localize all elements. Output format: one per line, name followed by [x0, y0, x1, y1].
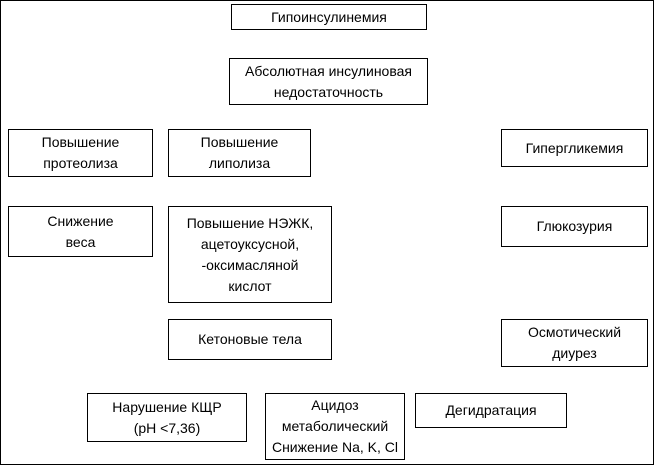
box-weight-loss: Снижение веса: [8, 206, 153, 257]
box-hypoinsulinemia: Гипоинсулинемия: [231, 4, 427, 30]
box-increased-proteolysis: Повышение протеолиза: [8, 129, 153, 177]
box-absolute-insulin-deficiency: Абсолютная инсулиновая недостаточность: [229, 58, 428, 105]
box-increased-lipolysis: Повышение липолиза: [168, 129, 311, 177]
box-dehydration: Дегидратация: [415, 393, 567, 428]
box-glucosuria: Глюкозурия: [501, 206, 648, 247]
box-ketone-bodies: Кетоновые тела: [168, 319, 332, 360]
box-hyperglycemia: Гипергликемия: [501, 129, 648, 167]
box-osmotic-diuresis: Осмотический диурез: [501, 319, 648, 367]
box-acid-base-disturbance: Нарушение КЩР (рН <7,36): [87, 393, 247, 442]
box-metabolic-acidosis: Ацидоз метаболический Снижение Na, K, Cl: [265, 393, 405, 460]
box-increased-nefa-acids: Повышение НЭЖК, ацетоуксусной, -оксимасл…: [168, 206, 332, 303]
